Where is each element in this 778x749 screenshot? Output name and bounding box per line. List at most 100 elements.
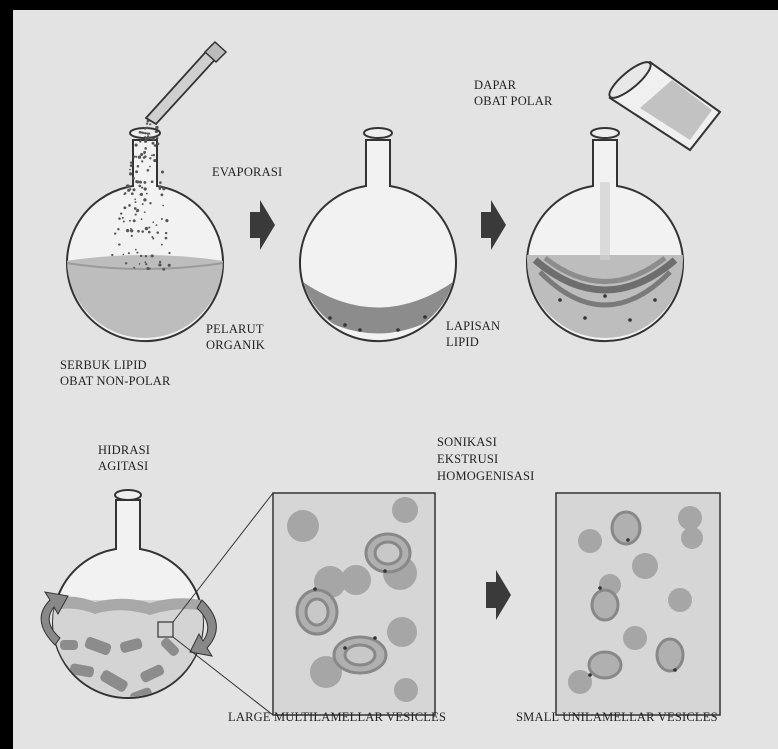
powder-particle xyxy=(136,252,138,254)
powder-particle xyxy=(125,262,127,264)
powder-particle xyxy=(142,132,144,134)
powder-particle xyxy=(157,143,160,146)
powder-particle xyxy=(139,141,141,143)
powder-particle xyxy=(129,172,132,175)
label-small-unilamellar-vesicles: SMALL UNILAMELLAR VESICLES xyxy=(516,709,718,725)
powder-particle xyxy=(124,192,126,194)
powder-particle xyxy=(126,229,129,232)
powder-particle xyxy=(141,153,143,155)
right-arrow-icon xyxy=(250,200,275,250)
powder-particle xyxy=(165,237,168,240)
powder-particle xyxy=(135,201,137,203)
powder-particle xyxy=(151,254,154,257)
pouring-beaker-icon xyxy=(605,57,720,150)
powder-particle xyxy=(156,131,158,133)
powder-particle xyxy=(148,226,150,228)
flask-2 xyxy=(300,128,456,341)
label-lipid: LIPID xyxy=(446,334,479,350)
powder-particle xyxy=(135,156,137,158)
powder-particle xyxy=(141,187,143,189)
powder-particle xyxy=(122,217,124,219)
powder-particle xyxy=(151,154,153,156)
powder-particle xyxy=(133,155,135,157)
powder-particle xyxy=(146,193,148,195)
powder-particle xyxy=(140,193,143,196)
powder-particle xyxy=(165,232,167,234)
powder-particle xyxy=(134,207,137,210)
powder-particle xyxy=(148,133,150,135)
powder-particle xyxy=(158,263,161,266)
powder-particle xyxy=(130,229,133,232)
powder-particle xyxy=(134,198,136,200)
powder-particle xyxy=(149,157,151,159)
powder-particle xyxy=(129,220,131,222)
powder-particle xyxy=(168,252,170,254)
flask-3 xyxy=(527,128,687,345)
powder-particle xyxy=(135,144,138,147)
powder-particle xyxy=(137,230,140,233)
powder-particle xyxy=(149,268,151,270)
powder-particle xyxy=(145,263,147,265)
powder-particle xyxy=(149,202,151,204)
label-sonikasi: SONIKASI xyxy=(437,434,497,450)
powder-particle xyxy=(154,144,157,147)
powder-particle xyxy=(133,219,136,222)
powder-particle xyxy=(117,228,119,230)
powder-particle xyxy=(144,187,147,190)
powder-particle xyxy=(142,203,144,205)
powder-particle xyxy=(149,123,151,125)
powder-particle xyxy=(161,218,163,220)
powder-particle xyxy=(147,169,150,172)
powder-particle xyxy=(133,267,135,269)
powder-particle xyxy=(139,263,141,265)
powder-particle xyxy=(144,136,146,138)
powder-particle xyxy=(136,211,138,213)
powder-particle xyxy=(144,127,147,130)
powder-particle xyxy=(126,184,129,187)
powder-particle xyxy=(143,181,146,184)
powder-particle xyxy=(162,268,165,271)
powder-particle xyxy=(161,170,164,173)
powder-particle xyxy=(160,193,163,196)
label-hidrasi: HIDRASI xyxy=(98,442,150,458)
pipette-icon xyxy=(146,42,226,124)
powder-particle xyxy=(149,166,151,168)
powder-particle xyxy=(159,185,162,188)
powder-particle xyxy=(155,126,158,129)
powder-particle xyxy=(118,243,120,245)
powder-particle xyxy=(151,236,153,238)
powder-particle xyxy=(156,137,159,140)
powder-particle xyxy=(123,206,126,209)
label-evaporasi: EVAPORASI xyxy=(212,164,282,180)
powder-particle xyxy=(135,170,138,173)
powder-particle xyxy=(131,235,133,237)
powder-particle xyxy=(141,218,143,220)
powder-particle xyxy=(145,255,147,257)
label-homogenisasi: HOMOGENISASI xyxy=(437,468,535,484)
powder-particle xyxy=(131,192,134,195)
powder-particle xyxy=(152,142,155,145)
powder-particle xyxy=(130,228,132,230)
label-dapar: DAPAR xyxy=(474,77,516,93)
powder-particle xyxy=(148,231,151,234)
powder-particle xyxy=(147,135,149,137)
powder-particle xyxy=(136,180,139,183)
powder-particle xyxy=(123,221,125,223)
powder-particle xyxy=(135,249,137,251)
powder-particle xyxy=(143,198,146,201)
label-lapisan: LAPISAN xyxy=(446,318,500,334)
label-organik: ORGANIK xyxy=(206,337,265,353)
powder-particle xyxy=(111,254,113,256)
powder-particle xyxy=(156,224,158,226)
powder-particle xyxy=(120,212,122,214)
powder-particle xyxy=(156,231,159,234)
right-arrow-icon xyxy=(486,570,511,620)
powder-particle xyxy=(153,159,156,162)
label-serbuk-lipid: SERBUK LIPID xyxy=(60,357,147,373)
powder-particle xyxy=(129,188,131,190)
powder-particle xyxy=(159,261,161,263)
powder-particle xyxy=(168,264,171,267)
flask-1 xyxy=(60,119,230,345)
powder-particle xyxy=(144,261,146,263)
